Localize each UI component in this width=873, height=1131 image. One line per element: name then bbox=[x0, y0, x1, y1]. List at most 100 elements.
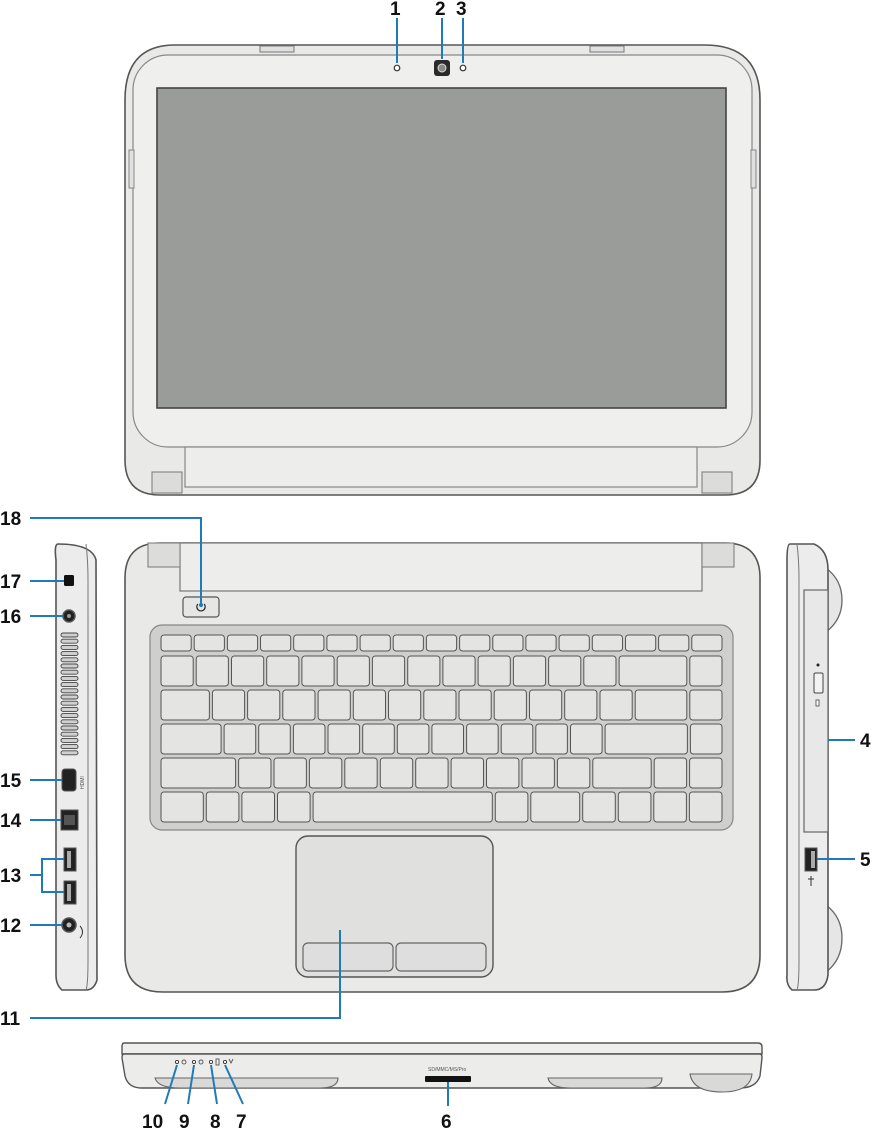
keyboard-key[interactable] bbox=[618, 655, 688, 687]
keyboard-key[interactable] bbox=[525, 634, 557, 652]
keyboard-key[interactable] bbox=[521, 757, 555, 789]
keyboard-key[interactable] bbox=[195, 655, 229, 687]
keyboard-key[interactable] bbox=[362, 723, 395, 755]
keyboard-key[interactable] bbox=[570, 723, 603, 755]
keyboard-key[interactable] bbox=[548, 655, 582, 687]
keyboard-key[interactable] bbox=[592, 757, 652, 789]
keyboard-key[interactable] bbox=[556, 757, 591, 789]
keyboard-key[interactable] bbox=[260, 634, 292, 652]
display-screen bbox=[156, 87, 727, 409]
keyboard-key[interactable] bbox=[691, 634, 723, 652]
keyboard-key[interactable] bbox=[241, 791, 275, 823]
touchpad-left-button[interactable] bbox=[302, 942, 394, 972]
keyboard-key[interactable] bbox=[344, 757, 378, 789]
keyboard-key[interactable] bbox=[327, 723, 361, 755]
hard-drive-icon bbox=[198, 1059, 204, 1065]
keyboard-key[interactable] bbox=[529, 689, 563, 721]
keyboard-key[interactable] bbox=[379, 757, 414, 789]
keyboard-key[interactable] bbox=[388, 689, 422, 721]
keyboard-key[interactable] bbox=[688, 791, 723, 823]
keyboard-key[interactable] bbox=[258, 723, 291, 755]
keyboard-key[interactable] bbox=[494, 791, 529, 823]
keyboard-key[interactable] bbox=[425, 634, 458, 652]
keyboard-key[interactable] bbox=[458, 689, 492, 721]
keyboard-key[interactable] bbox=[352, 689, 386, 721]
keyboard-key[interactable] bbox=[591, 634, 623, 652]
camera-lens bbox=[437, 63, 447, 73]
keyboard-key[interactable] bbox=[359, 634, 391, 652]
keyboard-key[interactable] bbox=[160, 655, 194, 687]
keyboard-key[interactable] bbox=[477, 655, 511, 687]
keyboard-key[interactable] bbox=[160, 634, 192, 652]
keyboard-key[interactable] bbox=[535, 723, 568, 755]
keyboard-key[interactable] bbox=[193, 634, 225, 652]
keyboard-key[interactable] bbox=[160, 723, 222, 755]
keyboard-key[interactable] bbox=[371, 655, 406, 687]
keyboard-key[interactable] bbox=[689, 689, 723, 721]
keyboard-key[interactable] bbox=[450, 757, 485, 789]
keyboard-key[interactable] bbox=[530, 791, 581, 823]
keyboard-key[interactable] bbox=[653, 791, 687, 823]
keyboard-key[interactable] bbox=[500, 723, 534, 755]
keyboard-key[interactable] bbox=[442, 655, 476, 687]
keyboard-key[interactable] bbox=[205, 791, 240, 823]
keyboard-key[interactable] bbox=[459, 634, 491, 652]
keyboard-key[interactable] bbox=[415, 757, 449, 789]
keyboard-key[interactable] bbox=[634, 689, 688, 721]
keyboard-key[interactable] bbox=[282, 689, 316, 721]
touchpad-right-button[interactable] bbox=[395, 942, 487, 972]
keyboard-key[interactable] bbox=[336, 655, 370, 687]
keyboard-key[interactable] bbox=[466, 723, 499, 755]
keyboard-key[interactable] bbox=[266, 655, 300, 687]
keyboard-key[interactable] bbox=[293, 634, 325, 652]
keyboard-key[interactable] bbox=[423, 689, 457, 721]
media-card-reader bbox=[425, 1076, 471, 1082]
keyboard-key[interactable] bbox=[238, 757, 272, 789]
keyboard-key[interactable] bbox=[226, 634, 259, 652]
keyboard-key[interactable] bbox=[277, 791, 311, 823]
keyboard-key[interactable] bbox=[604, 723, 688, 755]
keyboard-key[interactable] bbox=[512, 655, 547, 687]
keyboard-key[interactable] bbox=[653, 757, 688, 789]
camera-light-icon bbox=[459, 64, 467, 72]
keyboard-key[interactable] bbox=[582, 791, 616, 823]
keyboard-key[interactable] bbox=[292, 723, 326, 755]
keyboard-key[interactable] bbox=[223, 723, 257, 755]
keyboard-key[interactable] bbox=[308, 757, 343, 789]
left-side-view: HDMI 17 16 15 14 13 12 bbox=[0, 543, 98, 991]
keyboard-key[interactable] bbox=[492, 634, 524, 652]
keyboard-key[interactable] bbox=[564, 689, 598, 721]
microphone-icon bbox=[393, 64, 401, 72]
keyboard-key[interactable] bbox=[301, 655, 335, 687]
keyboard-key[interactable] bbox=[317, 689, 351, 721]
keyboard-key[interactable] bbox=[617, 791, 652, 823]
keyboard-key[interactable] bbox=[160, 757, 237, 789]
keyboard-key[interactable] bbox=[486, 757, 520, 789]
keyboard-key[interactable] bbox=[326, 634, 358, 652]
keyboard-key[interactable] bbox=[599, 689, 633, 721]
keyboard-key[interactable] bbox=[658, 634, 690, 652]
keyboard-key[interactable] bbox=[160, 791, 204, 823]
keyboard-key[interactable] bbox=[407, 655, 441, 687]
keyboard-key[interactable] bbox=[396, 723, 430, 755]
keyboard-key[interactable] bbox=[231, 655, 265, 687]
keyboard-key[interactable] bbox=[689, 655, 723, 687]
keyboard-key[interactable] bbox=[493, 689, 527, 721]
keyboard-key[interactable] bbox=[689, 757, 723, 789]
optical-drive-eject-button[interactable] bbox=[813, 672, 824, 694]
keyboard-key[interactable] bbox=[211, 689, 246, 721]
callout-16: 16 bbox=[0, 607, 21, 628]
keyboard-key[interactable] bbox=[558, 634, 590, 652]
callout-12: 12 bbox=[0, 916, 21, 937]
right-side-view: 4 5 bbox=[786, 543, 871, 991]
keyboard-key[interactable] bbox=[247, 689, 281, 721]
keyboard-key[interactable] bbox=[392, 634, 424, 652]
keyboard-key[interactable] bbox=[625, 634, 657, 652]
keyboard-key[interactable] bbox=[160, 689, 210, 721]
keyboard-key[interactable] bbox=[583, 655, 617, 687]
keyboard-key[interactable] bbox=[273, 757, 307, 789]
keyboard-key[interactable] bbox=[689, 723, 723, 755]
keyboard-key[interactable] bbox=[431, 723, 464, 755]
keyboard-key[interactable] bbox=[312, 791, 493, 823]
touchpad[interactable] bbox=[295, 835, 494, 978]
